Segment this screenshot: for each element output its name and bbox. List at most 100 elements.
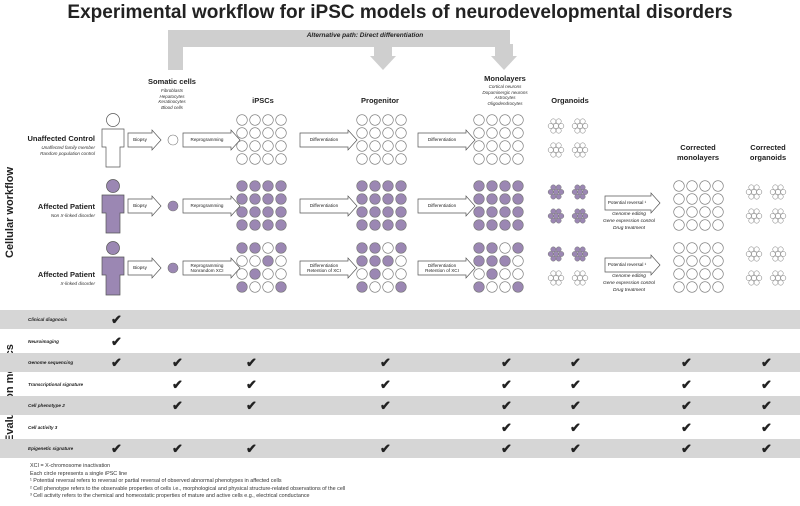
cell-line-circle (369, 206, 381, 218)
cell-line-circle (512, 268, 524, 280)
cell-line-circle (512, 242, 524, 254)
cell-line-circle (262, 127, 274, 139)
differentiation-arrow-1 (299, 257, 358, 279)
biopsy-arrow (127, 129, 162, 151)
metric-label: Transcriptional signature (28, 381, 84, 387)
organoid (571, 208, 589, 224)
col-corrected-monolayers-title: Corrected monolayers (676, 143, 720, 162)
corrected-monolayer-circle (686, 206, 698, 218)
col-ipsc-title: iPSCs (252, 96, 274, 105)
cell-line-circle (395, 255, 407, 267)
organoid (547, 270, 565, 286)
check-mark: ✔ (111, 312, 122, 327)
cell-line-circle (356, 114, 368, 126)
differentiation-label-1: Differentiation (309, 137, 339, 142)
reprogramming-label: Reprogramming Nonrandom XCI (190, 263, 224, 273)
cell-line-circle (473, 219, 485, 231)
check-mark: ✔ (246, 398, 257, 413)
cell-line-circle (486, 127, 498, 139)
metric-label: Epigenetic signature (28, 446, 74, 451)
corrected-monolayer-circle (699, 193, 711, 205)
reprogramming-label: Reprogramming (190, 203, 224, 208)
cell-line-circle (262, 153, 274, 165)
cell-line-circle (382, 193, 394, 205)
cell-line-circle (473, 140, 485, 152)
footnotes: XCI = X-chromosome inactivation Each cir… (30, 463, 345, 501)
check-mark: ✔ (681, 376, 692, 392)
cell-line-circle (249, 153, 261, 165)
cell-line-circle (499, 206, 511, 218)
cell-line-circle (369, 268, 381, 280)
cell-line-circle (395, 127, 407, 139)
cell-line-circle (499, 140, 511, 152)
check-mark: ✔ (246, 376, 257, 392)
cell-line-circle (382, 268, 394, 280)
cell-line-circle (382, 140, 394, 152)
corrected-organoid (769, 246, 787, 262)
check-mark: ✔ (501, 419, 512, 435)
corrected-monolayer-circle (686, 219, 698, 231)
cell-line-circle (369, 127, 381, 139)
organoid (547, 142, 565, 158)
reversal-arrow (604, 192, 661, 214)
cell-line-circle (369, 114, 381, 126)
cell-line-circle (395, 242, 407, 254)
cell-line-circle (356, 268, 368, 280)
metric-label: Cell activity 3 (28, 424, 58, 430)
differentiation-arrow-2 (417, 257, 476, 279)
cell-line-circle (249, 268, 261, 280)
cell-line-circle (473, 114, 485, 126)
alt-path-label: Alternative path: Direct differentiation (306, 32, 424, 39)
check-mark: ✔ (380, 376, 391, 392)
cell-line-circle (395, 193, 407, 205)
cell-line-circle (512, 255, 524, 267)
cell-line-circle (262, 140, 274, 152)
cell-line-circle (512, 127, 524, 139)
organoid (547, 184, 565, 200)
corrected-monolayer-circle (673, 281, 685, 293)
check-mark: ✔ (570, 419, 581, 435)
cell-line-circle (356, 127, 368, 139)
check-mark: ✔ (761, 419, 772, 435)
page-title: Experimental workflow for iPSC models of… (67, 2, 733, 23)
cell-line-circle (275, 193, 287, 205)
cell-line-circle (395, 180, 407, 192)
differentiation-arrow-1 (299, 129, 358, 151)
check-mark: ✔ (111, 441, 122, 456)
cell-line-circle (262, 242, 274, 254)
cell-line-circle (275, 206, 287, 218)
differentiation-label-2: Differentiation (427, 137, 457, 142)
corrected-monolayer-circle (699, 281, 711, 293)
cell-line-circle (395, 268, 407, 280)
check-mark: ✔ (761, 376, 772, 392)
flow-layer (101, 113, 787, 296)
row-0-title: Unaffected Control (27, 134, 96, 143)
corrected-monolayer-circle (712, 242, 724, 254)
reversal-label: Potential reversal ¹ (607, 200, 647, 205)
corrected-organoid (769, 270, 787, 286)
cell-line-circle (369, 255, 381, 267)
footnote-0: XCI = X-chromosome inactivation (30, 463, 111, 469)
corrected-monolayer-circle (673, 193, 685, 205)
check-mark: ✔ (172, 355, 183, 370)
cell-line-circle (249, 127, 261, 139)
reprogramming-arrow (182, 129, 241, 151)
cell-line-circle (236, 268, 248, 280)
organoid (547, 118, 565, 134)
cell-line-circle (275, 127, 287, 139)
footnote-4: ³ Cell activity refers to the chemical a… (30, 493, 310, 499)
cell-line-circle (473, 193, 485, 205)
cell-line-circle (356, 140, 368, 152)
cell-line-circle (499, 193, 511, 205)
cell-line-circle (473, 255, 485, 267)
cell-line-circle (473, 206, 485, 218)
corrected-monolayer-circle (673, 255, 685, 267)
cell-line-circle (486, 281, 498, 293)
organoid (571, 270, 589, 286)
organoid (547, 246, 565, 262)
corrected-monolayer-circle (712, 206, 724, 218)
corrected-organoid (769, 184, 787, 200)
corrected-monolayer-circle (712, 180, 724, 192)
cell-line-circle (236, 114, 248, 126)
corrected-monolayer-circle (712, 219, 724, 231)
